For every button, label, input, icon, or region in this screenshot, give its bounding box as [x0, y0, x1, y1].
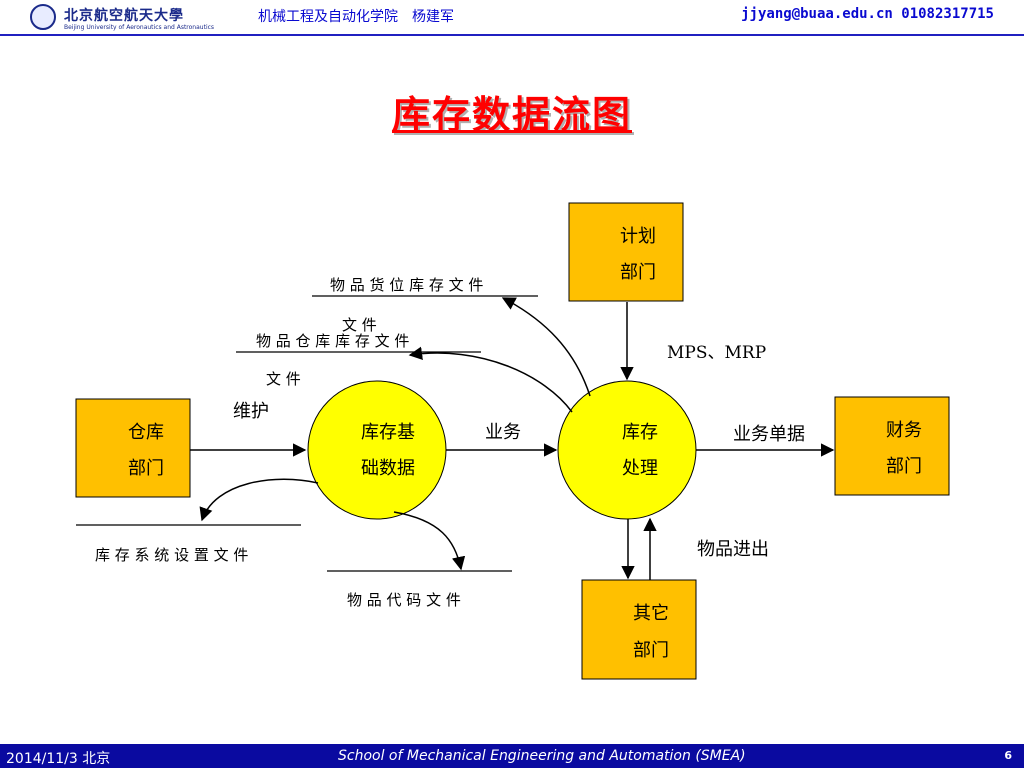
slide-header: 北京航空航天大學 Beijing University of Aeronauti… [0, 0, 1024, 36]
university-seal-icon [30, 4, 56, 30]
flow-label-mps-mrp: MPS、MRP [667, 343, 766, 363]
flow-base-to-code-store [393, 511, 466, 571]
process-inventory-base-line2: 础数据 [361, 458, 415, 479]
slide-title: 库存数据流图 [391, 93, 632, 137]
flow-label-business-doc: 业务单据 [733, 424, 805, 445]
footer-school: School of Mechanical Engineering and Aut… [338, 748, 746, 764]
store-goods-warehouse-label: 物 品 仓 库 库 存 文 件 [256, 332, 409, 350]
flow-handling-to-location-store [501, 297, 591, 397]
university-name-english: Beijing University of Aeronautics and As… [64, 24, 215, 31]
entity-planning-line1: 计划 [620, 226, 656, 247]
process-inventory-handling-line1: 库存 [622, 422, 658, 443]
store-goods-warehouse: 物 品 仓 库 库 存 文 件 文 件 [236, 332, 481, 388]
store-inventory-settings: 库 存 系 统 设 置 文 件 [76, 524, 301, 564]
entity-finance: 财务 部门 [834, 396, 950, 496]
entity-other: 其它 部门 [581, 579, 697, 680]
flow-handling-to-warehouse-store [408, 346, 573, 413]
store-inventory-settings-label: 库 存 系 统 设 置 文 件 [95, 546, 248, 564]
footer-date: 2014/11/3 北京 [6, 751, 111, 767]
slide-footer: 2014/11/3 北京 School of Mechanical Engine… [0, 744, 1024, 768]
process-inventory-handling-line2: 处理 [622, 458, 658, 479]
store-goods-code: 物 品 代 码 文 件 [327, 570, 512, 609]
header-divider [0, 34, 1024, 36]
flow-label-business: 业务 [485, 422, 521, 443]
store-goods-warehouse-overflow: 文 件 [266, 370, 301, 388]
university-logo: 北京航空航天大學 Beijing University of Aeronauti… [30, 4, 214, 36]
university-name: 北京航空航天大學 [64, 8, 184, 24]
store-goods-code-label: 物 品 代 码 文 件 [347, 591, 461, 609]
process-inventory-handling: 库存 处理 [557, 380, 697, 520]
entity-other-line2: 部门 [633, 640, 669, 661]
process-inventory-base: 库存基 础数据 [307, 380, 447, 520]
store-goods-location: 物 品 货 位 库 存 文 件 文 件 [312, 276, 538, 334]
store-goods-location-overflow: 文 件 [342, 316, 377, 334]
entity-planning: 计划 部门 [568, 202, 684, 302]
entity-other-line1: 其它 [633, 603, 669, 624]
department-author: 机械工程及自动化学院 杨建军 [258, 9, 454, 25]
flow-label-maintain: 维护 [233, 401, 269, 422]
page-number: 6 [1004, 749, 1012, 762]
entity-planning-line2: 部门 [620, 262, 656, 283]
flow-base-to-settings-store [199, 478, 319, 522]
flow-label-goods-inout: 物品进出 [697, 539, 769, 560]
entity-warehouse: 仓库 部门 [75, 398, 191, 498]
contact-info: jjyang@buaa.edu.cn 01082317715 [741, 6, 994, 22]
entity-warehouse-line2: 部门 [128, 458, 164, 479]
entity-warehouse-line1: 仓库 [128, 422, 164, 443]
process-inventory-base-line1: 库存基 [361, 422, 415, 443]
entity-finance-line1: 财务 [886, 420, 922, 441]
store-goods-location-label: 物 品 货 位 库 存 文 件 [330, 276, 483, 294]
entity-finance-line2: 部门 [886, 456, 922, 477]
